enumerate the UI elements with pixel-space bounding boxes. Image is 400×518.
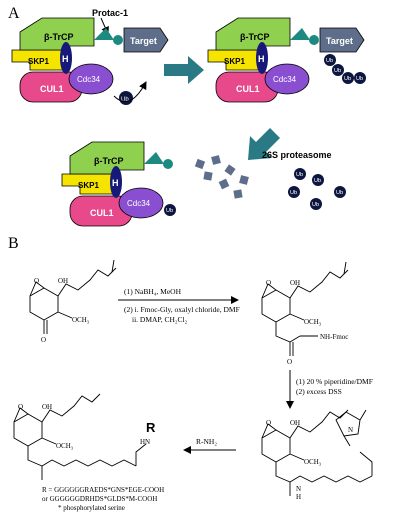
epoxide-o: O bbox=[266, 419, 271, 427]
target-shape bbox=[123, 27, 169, 53]
ub-label: Ub bbox=[344, 76, 351, 82]
btrcp-label: β-TrCP bbox=[240, 32, 270, 42]
cdc34-shape bbox=[264, 63, 310, 95]
structure-conjugate bbox=[13, 393, 147, 480]
ub-label: Ub bbox=[166, 208, 173, 214]
amide-h: H bbox=[296, 493, 301, 501]
epoxide-o: O bbox=[34, 277, 39, 285]
h-linker bbox=[256, 42, 268, 74]
r-group-label: R bbox=[146, 420, 156, 435]
ester-o: O bbox=[287, 358, 292, 366]
step-2a-text: (2) i. Fmoc-Gly, oxalyl chloride, DMF bbox=[124, 305, 240, 314]
ub-label: Ub bbox=[312, 202, 319, 208]
free-ubiquitin: Ub Ub Ub Ub Ub bbox=[288, 168, 346, 210]
ub-label: Ub bbox=[356, 76, 363, 82]
complex-3: CUL1 Cdc34 SKP1 β-TrCP H Ub bbox=[61, 141, 176, 227]
ub-chain: Ub Ub Ub Ub bbox=[324, 54, 366, 84]
ketone-o: O bbox=[41, 336, 46, 344]
r-definition-3: * phosphorylated serine bbox=[58, 504, 125, 512]
ub-label: Ub bbox=[296, 172, 303, 178]
ub-label: Ub bbox=[336, 190, 343, 196]
panel-label-b: B bbox=[8, 235, 19, 252]
ub-label: Ub bbox=[334, 68, 341, 74]
nhs-n: N bbox=[348, 426, 353, 434]
nhfmoc-label: NH-Fmoc bbox=[320, 333, 348, 341]
hn-label: HN bbox=[140, 438, 150, 446]
och3-label: OCH₃ bbox=[72, 316, 90, 324]
epoxide-o: O bbox=[266, 279, 271, 287]
step-4-text: (2) excess DSS bbox=[296, 387, 342, 396]
h-linker bbox=[110, 166, 122, 198]
oh-label: OH bbox=[58, 277, 68, 285]
protac-ball bbox=[309, 35, 319, 45]
epoxide-o: O bbox=[18, 403, 23, 411]
och3-label: OCH₃ bbox=[304, 458, 322, 466]
complex-2: CUL1 Cdc34 SKP1 β-TrCP H Target Ub Ub Ub… bbox=[207, 17, 366, 103]
degradation-arrow bbox=[248, 128, 280, 160]
structure-nhs-ester bbox=[261, 409, 373, 496]
ub-label: Ub bbox=[290, 190, 297, 196]
step-arrow bbox=[164, 56, 204, 84]
btrcp-label: β-TrCP bbox=[94, 156, 124, 166]
complex-1: Protac-1 CUL1 Cdc34 SKP1 β-TrCP H Target… bbox=[11, 8, 169, 105]
target-label: Target bbox=[130, 36, 157, 46]
protac-triangle bbox=[144, 152, 164, 164]
btrcp-label: β-TrCP bbox=[44, 32, 74, 42]
och3-label: OCH₃ bbox=[56, 442, 74, 450]
ub-ball bbox=[164, 204, 176, 216]
cul1-label: CUL1 bbox=[236, 84, 260, 94]
step-5-text: R-NH₂ bbox=[196, 437, 217, 446]
step-2b-text: ii. DMAP, CH₂Cl₂ bbox=[132, 315, 188, 324]
cdc34-label: Cdc34 bbox=[77, 75, 101, 84]
structure-ketone bbox=[29, 259, 117, 334]
och3-label: OCH₃ bbox=[304, 318, 322, 326]
target-shape bbox=[319, 27, 365, 53]
protac-triangle bbox=[94, 28, 114, 40]
cdc34-label: Cdc34 bbox=[273, 75, 297, 84]
step-1-text: (1) NaBH₄, MeOH bbox=[124, 287, 182, 296]
h-label: H bbox=[62, 54, 69, 64]
oh-label: OH bbox=[42, 403, 52, 411]
ub-label: Ub bbox=[314, 178, 321, 184]
h-label: H bbox=[258, 54, 265, 64]
transfer-arrow bbox=[113, 81, 147, 103]
skp1-label: SKP1 bbox=[78, 181, 99, 190]
skp1-label: SKP1 bbox=[224, 57, 245, 66]
ub-label: Ub bbox=[121, 97, 129, 103]
amide-n: N bbox=[296, 485, 301, 493]
oh-label: OH bbox=[290, 279, 300, 287]
btrcp-shape bbox=[215, 17, 291, 51]
skp1-label: SKP1 bbox=[28, 57, 49, 66]
proteasome-label: 26S proteasome bbox=[262, 150, 332, 160]
btrcp-shape bbox=[69, 141, 145, 175]
cul1-label: CUL1 bbox=[90, 208, 114, 218]
cdc34-label: Cdc34 bbox=[127, 199, 151, 208]
target-label: Target bbox=[326, 36, 353, 46]
structure-fmoc-ester bbox=[261, 261, 349, 356]
cdc34-shape bbox=[68, 63, 114, 95]
ub-label: Ub bbox=[326, 58, 333, 64]
btrcp-shape bbox=[19, 17, 95, 51]
h-label: H bbox=[112, 178, 119, 188]
panel-label-a: A bbox=[8, 5, 20, 22]
cdc34-shape bbox=[118, 187, 164, 219]
oh-label: OH bbox=[290, 419, 300, 427]
r-definition-1: R = GGGGGGRAEDS*GNS*EGE-COOH bbox=[42, 486, 164, 494]
h-linker bbox=[60, 42, 72, 74]
cul1-label: CUL1 bbox=[40, 84, 64, 94]
step-3-text: (1) 20 % piperidine/DMF bbox=[296, 377, 373, 386]
r-definition-2: or GGGGGGDRHDS*GLDS*M-COOH bbox=[42, 495, 157, 503]
peptide-fragments bbox=[194, 155, 249, 199]
protac-ball bbox=[113, 35, 123, 45]
protac-ball bbox=[163, 159, 173, 169]
protac-triangle bbox=[290, 28, 310, 40]
protac-label: Protac-1 bbox=[92, 8, 128, 18]
